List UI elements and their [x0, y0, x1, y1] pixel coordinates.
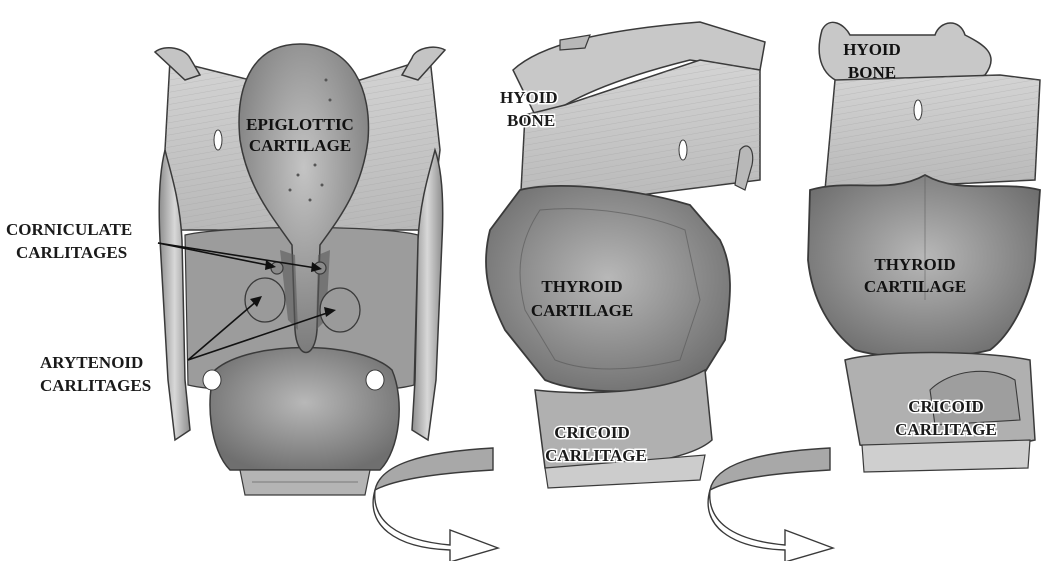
label-hyoid-mid-2: BONE — [507, 111, 555, 130]
label-corniculate-1: CORNICULATE — [6, 220, 132, 239]
rotation-arrow-1 — [373, 448, 498, 561]
label-cricoid-mid-2: CARLITAGE — [545, 446, 647, 465]
label-thyroid-mid-1: THYROID — [541, 277, 622, 296]
label-cricoid-right-1: CRICOID — [908, 397, 984, 416]
posterior-cricoid-lamina — [210, 348, 399, 471]
label-thyroid-right-2: CARTILAGE — [864, 277, 966, 296]
posterior-view — [155, 44, 445, 495]
label-arytenoid-2: CARLITAGES — [40, 376, 151, 395]
label-cricoid-mid-1: CRICOID — [554, 423, 630, 442]
label-hyoid-mid-1: HYOID — [500, 88, 558, 107]
label-hyoid-right-2: BONE — [848, 63, 896, 82]
label-corniculate-2: CARLITAGES — [16, 243, 127, 262]
label-cricoid-right-2: CARLITAGE — [895, 420, 997, 439]
label-thyroid-mid-2: CARTILAGE — [531, 301, 633, 320]
label-thyroid-right-1: THYROID — [874, 255, 955, 274]
label-hyoid-right-1: HYOID — [843, 40, 901, 59]
posterior-corniculate-left — [271, 262, 283, 274]
rotation-arrow-2 — [708, 448, 833, 561]
label-epiglottic-1: EPIGLOTTIC — [246, 115, 354, 134]
label-arytenoid-1: ARYTENOID — [40, 353, 143, 372]
label-epiglottic-2: CARTILAGE — [249, 136, 351, 155]
